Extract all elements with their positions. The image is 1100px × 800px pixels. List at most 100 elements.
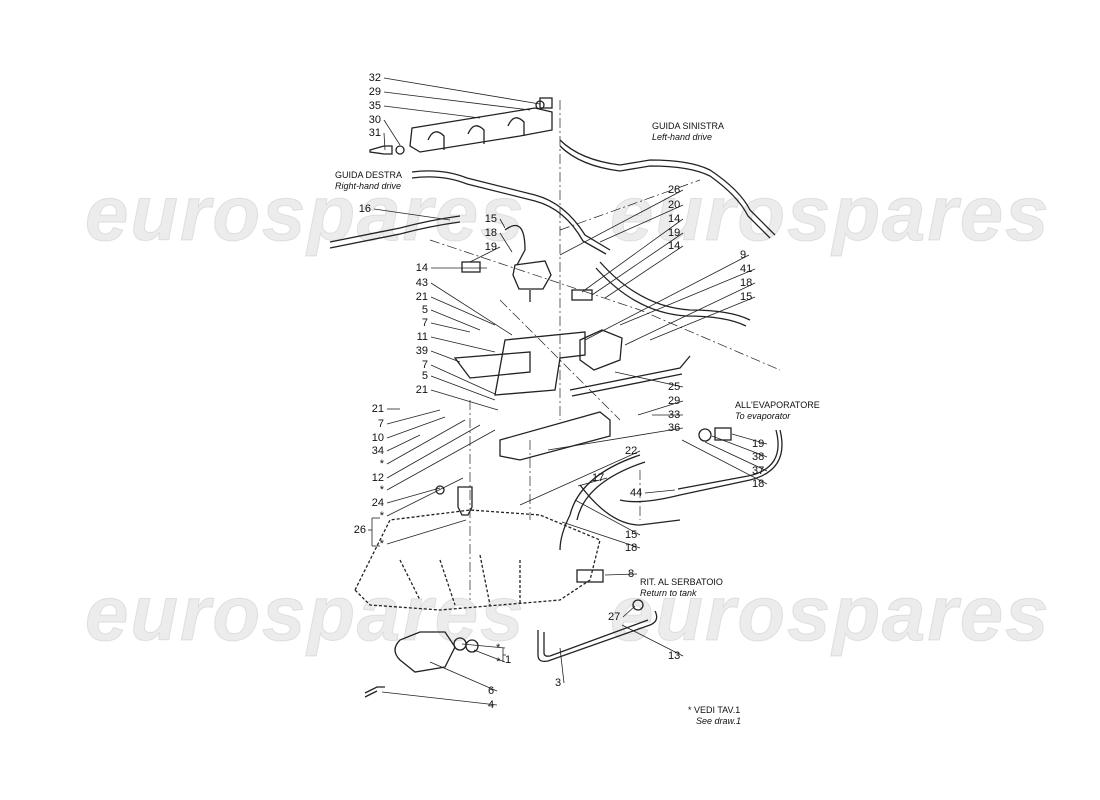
leader-line xyxy=(519,450,641,506)
part-label: 19 xyxy=(484,241,497,253)
part-label: 9 xyxy=(740,249,747,261)
leader-line xyxy=(711,435,768,458)
part-label: 30 xyxy=(368,114,381,126)
part-label: 29 xyxy=(368,86,381,98)
part-label: 39 xyxy=(415,345,428,357)
part-label: 31 xyxy=(368,127,381,139)
leader-line xyxy=(383,77,541,105)
leader-line xyxy=(381,691,498,706)
leader-line xyxy=(499,232,513,253)
part-label: 18 xyxy=(752,478,765,490)
note-see-draw: * VEDI TAV.1 See draw.1 xyxy=(688,705,741,727)
clip-27 xyxy=(632,599,644,611)
leader-line xyxy=(604,573,638,576)
leader-line xyxy=(386,419,466,465)
part-label: 14 xyxy=(415,262,428,274)
note-it: * VEDI TAV.1 xyxy=(688,705,741,715)
part-label: 8 xyxy=(628,568,635,580)
part-label: 27 xyxy=(608,611,621,623)
leader-line xyxy=(383,132,386,151)
leader-line xyxy=(574,499,641,536)
note-it: RIT. AL SERBATOIO xyxy=(640,577,723,587)
leader-line xyxy=(559,189,684,256)
idle-actuator xyxy=(394,631,456,673)
leader-line xyxy=(430,364,496,395)
part-label: 15 xyxy=(625,529,638,541)
o-ring xyxy=(465,639,479,653)
leader-line xyxy=(499,218,506,229)
part-label: 34 xyxy=(371,445,384,457)
leader-line xyxy=(430,322,471,333)
hose-15-loop xyxy=(504,224,526,266)
washer-30 xyxy=(395,145,405,155)
leader-line xyxy=(624,282,756,346)
part-label: 37 xyxy=(752,465,765,477)
leader-line xyxy=(591,232,684,296)
part-label: 43 xyxy=(415,277,428,289)
part-label: 13 xyxy=(668,650,681,662)
part-label: * xyxy=(379,510,384,522)
leader-line xyxy=(622,605,636,618)
sleeve-19 xyxy=(461,261,481,273)
part-label: 5 xyxy=(421,304,428,316)
leader-line xyxy=(386,434,421,452)
part-label: 35 xyxy=(368,100,381,112)
part-label: 17 xyxy=(592,472,605,484)
note-en: Right-hand drive xyxy=(335,181,402,191)
part-label: 7 xyxy=(421,317,428,329)
note-it: GUIDA DESTRA xyxy=(335,170,403,180)
part-label: 25 xyxy=(668,381,681,393)
note-left-hand-drive: GUIDA SINISTRA Left-hand drive xyxy=(652,121,724,143)
part-label: 1 xyxy=(505,654,512,666)
leader-line xyxy=(581,218,684,293)
center-lines xyxy=(429,100,781,600)
leader-line xyxy=(430,350,461,363)
leader-line xyxy=(621,624,684,657)
hose-15 xyxy=(595,261,751,327)
leader-line xyxy=(386,519,467,545)
hose-16 xyxy=(329,215,461,249)
leader-line xyxy=(386,424,481,479)
leader-line xyxy=(469,246,501,263)
fitting-31 xyxy=(369,145,393,155)
leader-line xyxy=(386,409,441,425)
note-to-evaporator: ALL'EVAPORATORE To evaporator xyxy=(735,400,820,422)
cover-9 xyxy=(579,329,623,371)
note-en: To evaporator xyxy=(735,411,791,421)
part-label: 28 xyxy=(668,184,681,196)
note-return-to-tank: RIT. AL SERBATOIO Return to tank xyxy=(640,577,723,599)
note-en: Left-hand drive xyxy=(652,132,713,142)
screw-32 xyxy=(539,97,553,109)
leader-line xyxy=(430,309,481,331)
leader-line xyxy=(373,208,451,221)
sensor-8 xyxy=(576,569,604,583)
part-label: 5 xyxy=(421,370,428,382)
note-right-hand-drive: GUIDA DESTRA Right-hand drive xyxy=(335,170,402,192)
part-label: 3 xyxy=(555,677,562,689)
bracket-39 xyxy=(453,351,531,379)
note-en: Return to tank xyxy=(640,588,697,598)
part-label: 7 xyxy=(377,418,384,430)
leader-line xyxy=(383,91,531,111)
part-label: 19 xyxy=(752,438,765,450)
leader-line xyxy=(599,204,684,243)
leader-line xyxy=(430,282,513,336)
part-label: 15 xyxy=(740,291,753,303)
pipe-25 xyxy=(569,355,691,397)
note-en: See draw.1 xyxy=(696,716,742,726)
part-label: 18 xyxy=(625,542,638,554)
part-label: 12 xyxy=(371,472,384,484)
leader-line xyxy=(430,375,496,401)
part-label: * xyxy=(496,656,501,668)
leader-line xyxy=(604,245,684,299)
part-label: 16 xyxy=(358,203,371,215)
leader-line xyxy=(619,268,756,326)
part-label: 14 xyxy=(668,240,681,252)
leader-line xyxy=(386,487,441,504)
part-label: 19 xyxy=(668,227,681,239)
part-label: 10 xyxy=(371,432,384,444)
leader-line xyxy=(430,389,499,411)
part-label: 15 xyxy=(484,213,497,225)
